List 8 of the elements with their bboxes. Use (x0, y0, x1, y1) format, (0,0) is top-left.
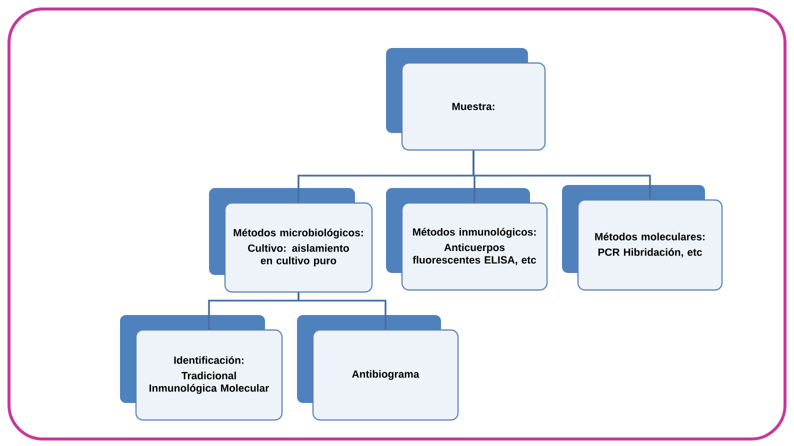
process-box: Identificación: Tradicional Inmunológica Molecular (120, 315, 283, 421)
connector-line (472, 150, 651, 200)
process-box: Métodos microbiológicos: Cultivo: aislamiento en cultivo puro (209, 188, 373, 293)
process-box: Antibiograma (297, 315, 459, 421)
process-box: Muestra: (386, 48, 546, 151)
connector-line (298, 292, 386, 330)
process-box: Métodos moleculares: PCR Hibridación, etc (562, 185, 723, 291)
process-box: Métodos inmunológicos: Anticuerpos fluorescentes ELISA, etc (386, 188, 548, 291)
